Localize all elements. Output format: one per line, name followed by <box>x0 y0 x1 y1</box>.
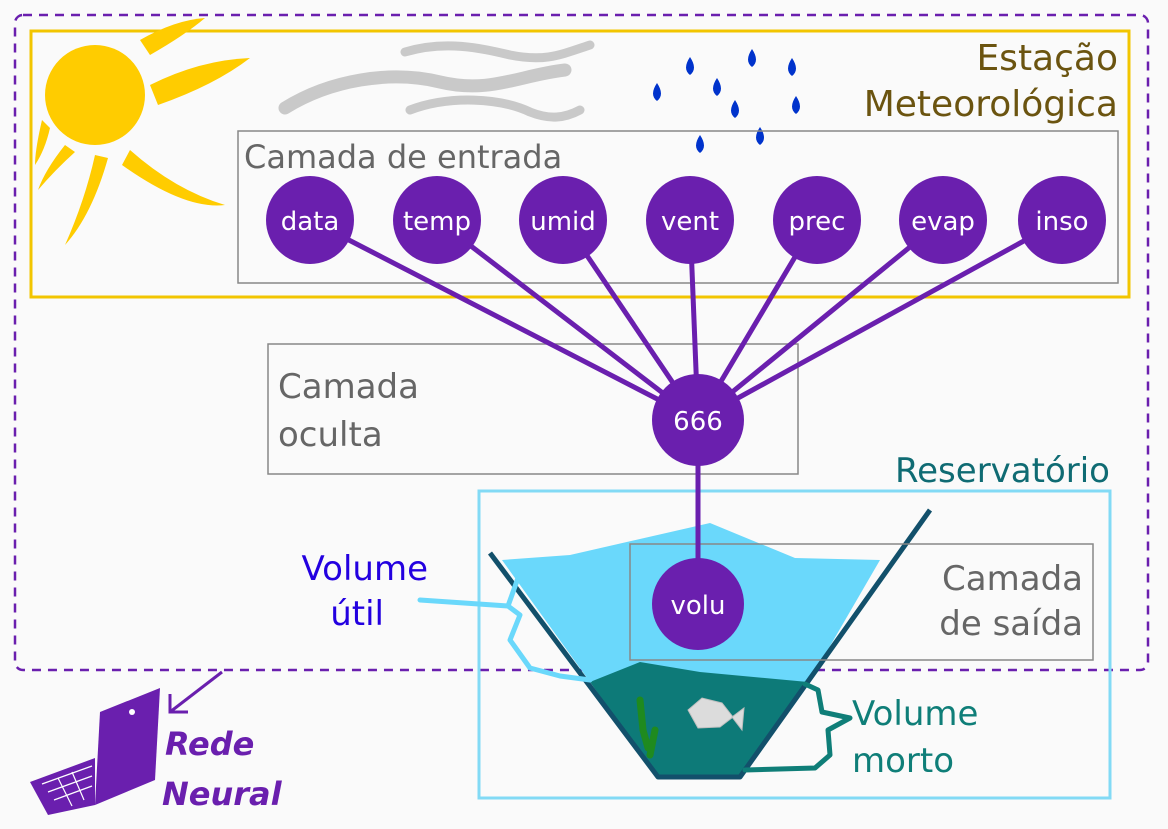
hidden-layer-box <box>267 343 799 475</box>
connection-inso-hidden <box>696 217 1064 423</box>
input-node-label: evap <box>911 207 975 237</box>
weather-station-frame <box>29 29 1131 299</box>
output-node: volu <box>652 558 744 650</box>
plant-icon <box>636 696 659 759</box>
network-title-line2: Neural <box>162 775 283 813</box>
connection-temp-hidden <box>435 218 700 422</box>
input-node-label: prec <box>789 207 846 237</box>
station-title-line2: Meteorológica <box>864 84 1118 125</box>
input-node-prec: prec <box>773 176 861 264</box>
rain-icon <box>653 49 800 153</box>
useful-volume-label-line2: útil <box>330 594 384 634</box>
network-pointer-arrow <box>168 670 223 714</box>
hidden-node-label: 666 <box>673 407 723 437</box>
input-node-data: data <box>266 176 354 264</box>
connection-evap-hidden <box>696 218 945 422</box>
laptop-icon <box>30 688 160 815</box>
useful-volume-callout <box>417 572 593 683</box>
input-node-evap: evap <box>899 176 987 264</box>
dead-volume-label-line2: morto <box>852 741 954 781</box>
dead-volume-callout <box>742 681 853 773</box>
input-node-umid: umid <box>519 176 607 264</box>
input-node-label: inso <box>1035 207 1088 237</box>
input-layer-box <box>237 130 1119 284</box>
reservoir-walls <box>488 508 933 780</box>
fish-icon <box>687 697 745 732</box>
reservoir-frame <box>477 489 1112 800</box>
input-node-temp: temp <box>393 176 481 264</box>
reservoir-title: Reservatório <box>895 451 1110 491</box>
input-node-label: vent <box>661 207 719 237</box>
input-node-label: umid <box>530 207 596 237</box>
output-node-label: volu <box>671 591 726 621</box>
hidden-layer-label-line1: Camada <box>278 367 419 407</box>
input-layer-label: Camada de entrada <box>244 138 562 176</box>
station-title-line1: Estação <box>976 38 1118 79</box>
input-node-label: temp <box>403 207 471 237</box>
hidden-node: 666 <box>652 374 744 466</box>
output-layer-box <box>629 543 1094 661</box>
hidden-layer-label-line2: oculta <box>278 415 383 455</box>
input-node-vent: vent <box>646 176 734 264</box>
connection-data-hidden <box>308 217 700 423</box>
output-layer-label-line2: de saída <box>939 604 1083 644</box>
input-node-inso: inso <box>1018 176 1106 264</box>
dead-volume-label-line1: Volume <box>852 694 978 734</box>
output-layer-label-line1: Camada <box>942 559 1083 599</box>
useful-volume-label-line1: Volume <box>302 549 428 589</box>
wind-icon <box>278 40 595 122</box>
input-node-label: data <box>281 207 340 237</box>
network-title-line1: Rede <box>165 725 254 763</box>
sun-icon <box>35 18 250 245</box>
